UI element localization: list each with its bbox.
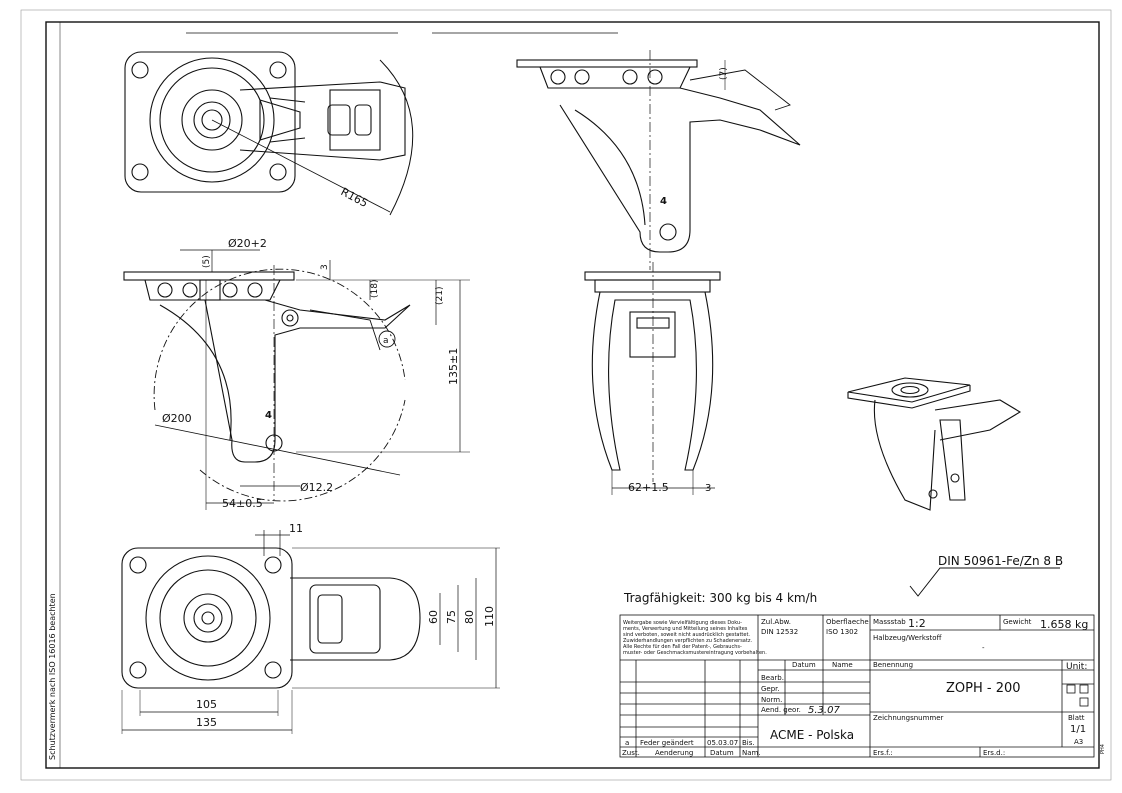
surface-treatment-note: DIN 50961-Fe/Zn 8 B	[938, 554, 1063, 568]
gewicht-label: Gewicht	[1003, 618, 1032, 626]
drawing-title: ZOPH - 200	[946, 681, 1021, 696]
revision-text: Feder geändert	[640, 739, 694, 747]
datum-label: Datum	[792, 661, 816, 669]
front-dimension-3: 3	[705, 483, 711, 494]
massstab-label: Massstab	[873, 618, 906, 626]
gepr-label: Gepr.	[761, 685, 780, 693]
mark-4: 4	[265, 410, 272, 421]
aend-label: Aend. geor.	[761, 706, 801, 714]
dimension-110: 110	[483, 606, 496, 627]
dimension-75: 75	[445, 610, 458, 624]
callout-a: a	[383, 336, 389, 346]
top-view	[124, 32, 618, 216]
zust-label: Zust.	[622, 749, 640, 757]
legal-text-line-2: ments, Verwertung und Mitteilung seines …	[623, 626, 748, 632]
nam-label: Nam.	[742, 749, 761, 757]
blatt-label: Blatt	[1068, 714, 1085, 722]
dimension-3: 3	[320, 264, 330, 270]
dimension-60: 60	[427, 610, 440, 624]
datum2-label: Datum	[710, 749, 734, 757]
halbzeug-value: -	[982, 644, 985, 652]
legal-text-line-5: Alle Rechte für den Fall der Patent-, Ge…	[623, 644, 742, 650]
legal-text-line-1: Weitergabe sowie Vervielfältigung dieses…	[623, 620, 742, 626]
dimension-11: 11	[289, 522, 303, 535]
upper-side-view	[516, 50, 801, 270]
revision-date: 05.03.07	[707, 739, 738, 747]
zeichnungsnummer-label: Zeichnungsnummer	[873, 714, 944, 722]
company-name: ACME - Polska	[770, 728, 854, 742]
gewicht-value: 1.658 kg	[1040, 618, 1088, 631]
drawing-frame	[45, 21, 1100, 769]
ers-f-label: Ers.f.:	[873, 749, 893, 757]
format-value: A3	[1074, 738, 1083, 746]
load-capacity-note: Tragfähigkeit: 300 kg bis 4 km/h	[623, 591, 817, 605]
offset-dimension: 54±0.5	[222, 497, 263, 510]
unit-label: Unit:	[1066, 662, 1087, 672]
norm-label: Norm.	[761, 696, 782, 704]
zul-abw-value: DIN 12532	[761, 628, 798, 636]
legal-text-line-6: muster- oder Geschmacksmustereintragung …	[623, 650, 767, 656]
dimension-135: 135	[196, 716, 217, 729]
revision-index: a	[625, 739, 629, 747]
oberflaeche-value: ISO 1302	[826, 628, 858, 636]
legal-text-line-3: sind verboten, soweit nicht ausdrücklich…	[623, 632, 750, 638]
dimension-21: (21)	[435, 287, 445, 305]
massstab-value: 1:2	[908, 617, 926, 630]
revision-bis: Bis.	[742, 739, 755, 747]
height-dimension: 135±1	[447, 348, 460, 385]
side-view	[123, 249, 470, 510]
corner-label: PH4	[1100, 744, 1106, 754]
side-protection-note: Schutzvermerk nach ISO 16016 beachten	[48, 593, 57, 760]
wheel-diameter-dimension: Ø200	[162, 412, 192, 425]
name-label: Name	[832, 661, 853, 669]
aenderung-label: Aenderung	[655, 749, 693, 757]
legal-text-line-4: Zuwiderhandlungen verpflichten zu Schade…	[623, 638, 752, 644]
dimension-80: 80	[463, 610, 476, 624]
mark-4-upper: 4	[660, 196, 667, 207]
zul-abw-label: Zul.Abw.	[761, 618, 791, 626]
halbzeug-label: Halbzeug/Werkstoff	[873, 634, 942, 642]
surface-symbol	[909, 567, 1060, 597]
dimension-18: (18)	[370, 280, 380, 298]
aend-signature: 5.3.07	[808, 705, 840, 716]
dimension-7: (7)	[719, 67, 729, 80]
front-width-dimension: 62+1.5	[628, 481, 669, 494]
bearb-label: Bearb.	[761, 674, 784, 682]
front-view	[584, 262, 721, 495]
dimension-105: 105	[196, 698, 217, 711]
benennung-label: Benennung	[873, 661, 913, 669]
blatt-value: 1/1	[1070, 724, 1086, 735]
ers-d-label: Ers.d.:	[983, 749, 1005, 757]
dimension-5: (5)	[202, 255, 212, 268]
title-block: Weitergabe sowie Vervielfältigung dieses…	[619, 614, 1106, 758]
radius-dimension: R165	[339, 185, 370, 210]
bottom-view	[121, 530, 500, 734]
oberflaeche-label: Oberflaeche	[826, 618, 869, 626]
hole-diameter-dimension: Ø12.2	[300, 481, 333, 494]
diameter-top-dimension: Ø20+2	[228, 237, 267, 250]
isometric-view	[847, 377, 1022, 511]
